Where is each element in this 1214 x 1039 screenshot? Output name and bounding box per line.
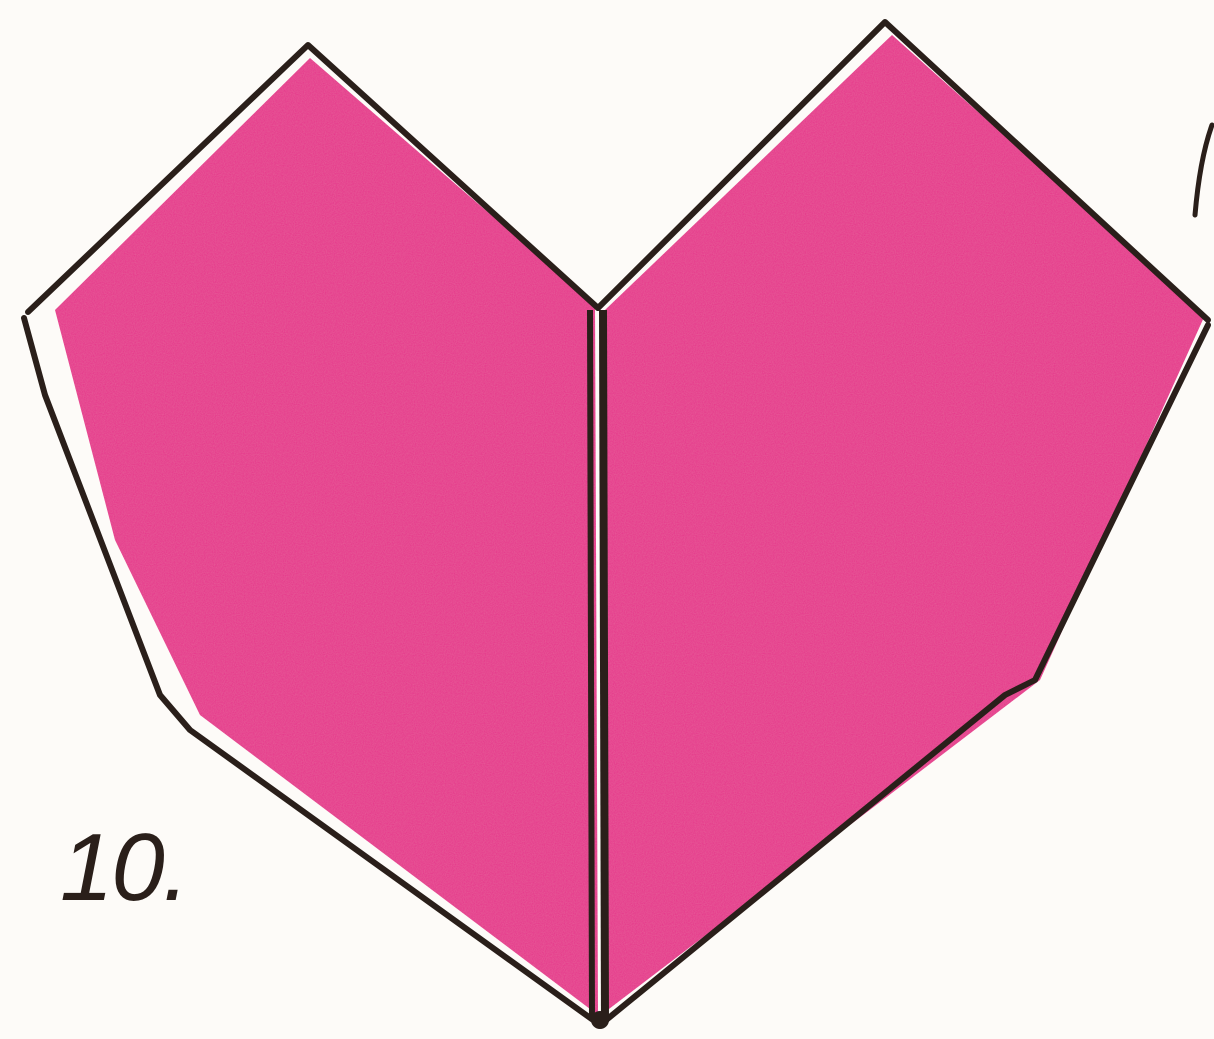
center-fold-line-left: [590, 310, 592, 1020]
center-fold-line-right: [603, 310, 605, 1022]
heart-bottom-tip: [591, 1011, 609, 1029]
heart-right-half-fill: [605, 35, 1205, 1012]
step-number-label: 10.: [60, 820, 187, 916]
neighbor-figure-fragment: [1195, 125, 1212, 215]
